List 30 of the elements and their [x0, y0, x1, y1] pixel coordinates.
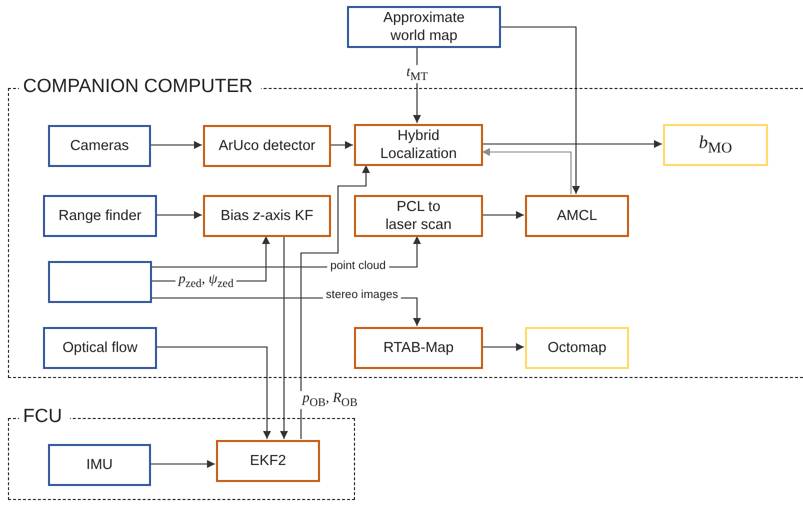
process-box: ArUco detector: [203, 125, 331, 167]
edge-label: stereo images: [322, 289, 402, 301]
arrow: [150, 460, 215, 468]
process-box: b$_{MO}$: [663, 124, 768, 166]
arrow: [482, 140, 662, 148]
arrow: [150, 141, 202, 149]
process-box: RTAB-Map: [354, 327, 483, 369]
arrow: [280, 236, 288, 439]
arrow: [156, 346, 271, 439]
process-box: Octomap: [525, 327, 629, 369]
process-box: [48, 261, 152, 303]
arrow: [482, 148, 572, 194]
process-box: Optical flow: [43, 327, 157, 369]
process-box: Approximate world map: [347, 6, 501, 48]
process-box: PCL to laser scan: [354, 195, 483, 237]
arrow: [156, 211, 202, 219]
process-box: EKF2: [216, 440, 320, 482]
process-box: Bias z-axis KF: [203, 195, 331, 237]
arrow: [501, 26, 580, 194]
process-box: Range finder: [43, 195, 157, 237]
arrow: [482, 343, 524, 351]
process-box: IMU: [48, 444, 151, 486]
process-box: AMCL: [525, 195, 629, 237]
process-box: Cameras: [48, 125, 151, 167]
arrow: [300, 165, 370, 439]
process-box: Hybrid Localization: [354, 124, 483, 166]
edge-label: p$_{zed}$, ψ$_{zed}$: [175, 272, 237, 290]
arrow: [482, 211, 524, 219]
edge-label: point cloud: [327, 260, 389, 272]
arrow: [330, 141, 353, 149]
